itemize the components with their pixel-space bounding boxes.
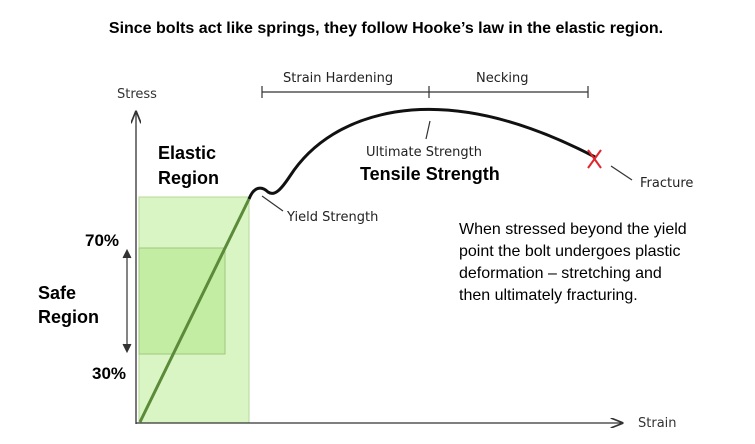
elastic-line <box>138 198 251 423</box>
safe-region-label: Safe <box>38 283 76 303</box>
note-line-2: point the bolt undergoes plastic <box>459 243 680 260</box>
yield-pointer <box>261 195 284 212</box>
necking-label: Necking <box>476 71 529 86</box>
diagram-title: Since bolts act like springs, they follo… <box>109 20 663 37</box>
yield-strength-label: Yield Strength <box>286 210 378 225</box>
x-axis-label: Strain <box>638 416 677 431</box>
y-axis-label: Stress <box>117 87 157 102</box>
ultimate-strength-label: Ultimate Strength <box>366 145 482 160</box>
elastic-region-label-2: Region <box>158 168 219 188</box>
stress-strain-curve <box>247 107 596 200</box>
elastic-region-label: Elastic <box>158 143 216 163</box>
fracture-label: Fracture <box>640 176 693 191</box>
note-line-3: deformation – stretching and <box>459 265 662 282</box>
tensile-strength-label: Tensile Strength <box>360 164 500 184</box>
fracture-mark <box>587 149 602 169</box>
note-line-4: then ultimately fracturing. <box>459 287 638 304</box>
level-30-label: 30% <box>92 364 126 383</box>
fracture-pointer <box>610 165 633 181</box>
note-line-1: When stressed beyond the yield <box>459 221 687 238</box>
level-70-label: 70% <box>85 231 119 250</box>
ultimate-pointer <box>425 120 431 140</box>
safe-region-label-2: Region <box>38 307 99 327</box>
strain-hardening-label: Strain Hardening <box>283 71 393 86</box>
